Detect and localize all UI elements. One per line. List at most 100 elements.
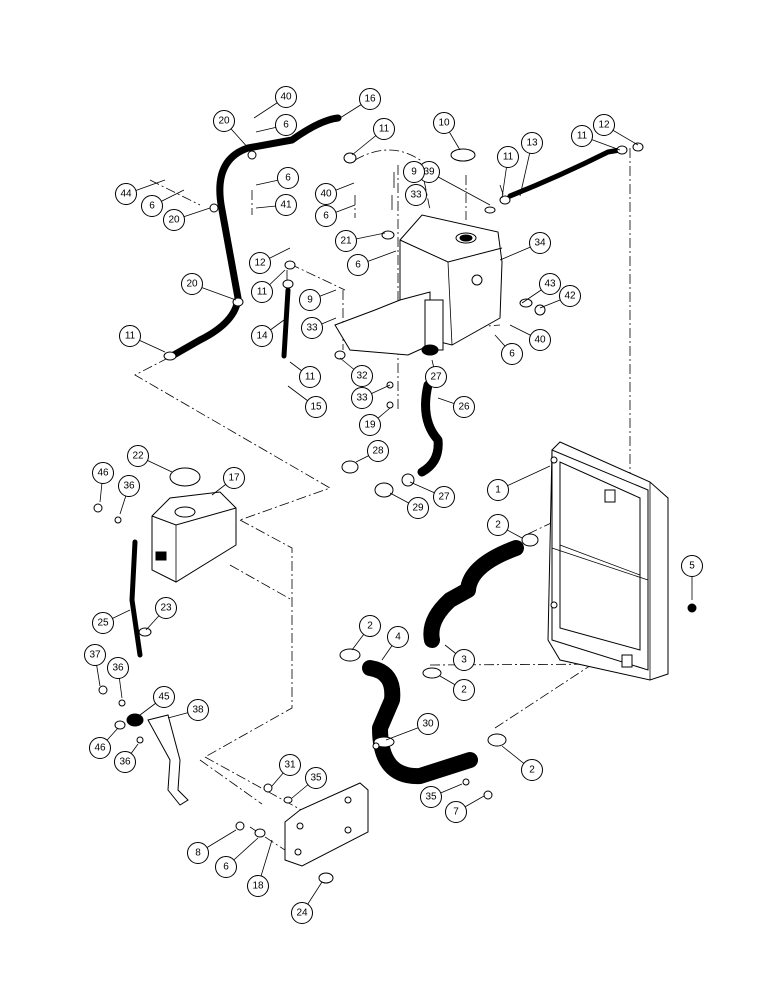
callout-20: 20 bbox=[163, 209, 185, 231]
callout-23: 23 bbox=[155, 597, 177, 619]
callout-44: 44 bbox=[115, 183, 137, 205]
callout-1: 1 bbox=[487, 479, 509, 501]
callout-46: 46 bbox=[89, 737, 111, 759]
svg-text:31: 31 bbox=[284, 760, 296, 771]
svg-text:22: 22 bbox=[132, 451, 144, 462]
svg-text:20: 20 bbox=[186, 279, 198, 290]
callout-45: 45 bbox=[153, 686, 175, 708]
callout-6: 6 bbox=[277, 167, 299, 189]
callout-27: 27 bbox=[425, 366, 447, 388]
svg-text:33: 33 bbox=[356, 393, 368, 404]
svg-text:1: 1 bbox=[495, 485, 501, 496]
svg-text:7: 7 bbox=[453, 807, 459, 818]
svg-text:23: 23 bbox=[160, 603, 172, 614]
callout-14: 14 bbox=[251, 325, 273, 347]
svg-text:43: 43 bbox=[544, 279, 556, 290]
callout-2: 2 bbox=[521, 759, 543, 781]
svg-text:25: 25 bbox=[97, 618, 109, 629]
callout-5: 5 bbox=[681, 555, 703, 577]
callout-6: 6 bbox=[501, 343, 523, 365]
callout-37: 37 bbox=[84, 644, 106, 666]
svg-text:14: 14 bbox=[256, 331, 268, 342]
callout-33: 33 bbox=[301, 317, 323, 339]
callout-33: 33 bbox=[351, 387, 373, 409]
callout-24: 24 bbox=[291, 902, 313, 924]
callout-28: 28 bbox=[367, 440, 389, 462]
radiator bbox=[547, 441, 697, 681]
svg-text:21: 21 bbox=[340, 236, 352, 247]
callout-30: 30 bbox=[417, 713, 439, 735]
callout-20: 20 bbox=[181, 273, 203, 295]
svg-text:27: 27 bbox=[438, 492, 450, 503]
svg-text:11: 11 bbox=[379, 124, 390, 135]
tank-cap bbox=[450, 148, 476, 162]
reservoir-bracket bbox=[147, 714, 189, 806]
svg-text:19: 19 bbox=[364, 420, 376, 431]
svg-text:32: 32 bbox=[356, 371, 368, 382]
svg-text:11: 11 bbox=[257, 287, 268, 298]
svg-text:42: 42 bbox=[564, 291, 576, 302]
callout-12: 12 bbox=[249, 252, 271, 274]
callout-40: 40 bbox=[529, 329, 551, 351]
svg-text:20: 20 bbox=[218, 116, 230, 127]
svg-text:46: 46 bbox=[97, 468, 109, 479]
tank-vent-hose-14 bbox=[281, 287, 291, 359]
svg-text:6: 6 bbox=[509, 349, 515, 360]
upper-vent-hose bbox=[168, 114, 342, 360]
callout-31: 31 bbox=[279, 754, 301, 776]
svg-text:27: 27 bbox=[430, 372, 442, 383]
callout-3: 3 bbox=[453, 649, 475, 671]
svg-text:6: 6 bbox=[285, 173, 291, 184]
callout-20: 20 bbox=[213, 110, 235, 132]
callout-6: 6 bbox=[275, 114, 297, 136]
svg-text:18: 18 bbox=[252, 881, 264, 892]
callout-6: 6 bbox=[215, 856, 237, 878]
svg-text:3: 3 bbox=[461, 655, 467, 666]
svg-text:6: 6 bbox=[355, 260, 361, 271]
svg-text:40: 40 bbox=[534, 335, 546, 346]
svg-text:2: 2 bbox=[367, 621, 373, 632]
callout-11: 11 bbox=[251, 281, 273, 303]
upper-radiator-hose-3 bbox=[423, 540, 524, 648]
svg-text:2: 2 bbox=[461, 685, 467, 696]
svg-text:45: 45 bbox=[158, 692, 170, 703]
expansion-tank bbox=[334, 214, 503, 356]
mounting-plate bbox=[284, 782, 369, 867]
callout-36: 36 bbox=[118, 475, 140, 497]
callout-18: 18 bbox=[247, 875, 269, 897]
callout-11: 11 bbox=[373, 118, 395, 140]
svg-text:4: 4 bbox=[395, 632, 401, 643]
callout-19: 19 bbox=[359, 414, 381, 436]
svg-text:11: 11 bbox=[503, 152, 514, 163]
svg-text:6: 6 bbox=[149, 201, 155, 212]
svg-text:38: 38 bbox=[192, 705, 204, 716]
callout-9: 9 bbox=[403, 161, 425, 183]
callout-2: 2 bbox=[453, 679, 475, 701]
svg-text:35: 35 bbox=[310, 773, 322, 784]
svg-text:11: 11 bbox=[125, 331, 136, 342]
clamps-and-fittings bbox=[93, 142, 644, 838]
svg-text:34: 34 bbox=[534, 238, 546, 249]
callout-38: 38 bbox=[187, 699, 209, 721]
callout-26: 26 bbox=[453, 396, 475, 418]
callout-11: 11 bbox=[119, 325, 141, 347]
callout-13: 13 bbox=[521, 132, 543, 154]
svg-text:46: 46 bbox=[94, 743, 106, 754]
callout-6: 6 bbox=[315, 205, 337, 227]
reservoir-cap bbox=[169, 467, 201, 487]
callout-8: 8 bbox=[187, 842, 209, 864]
callout-21: 21 bbox=[335, 230, 357, 252]
callout-41: 41 bbox=[275, 194, 297, 216]
svg-text:8: 8 bbox=[195, 848, 201, 859]
callout-17: 17 bbox=[223, 467, 245, 489]
callout-2: 2 bbox=[487, 514, 509, 536]
callout-35: 35 bbox=[420, 786, 442, 808]
svg-text:11: 11 bbox=[305, 372, 316, 383]
callout-6: 6 bbox=[347, 254, 369, 276]
callout-11: 11 bbox=[497, 146, 519, 168]
callout-16: 16 bbox=[359, 88, 381, 110]
svg-text:5: 5 bbox=[689, 561, 695, 572]
svg-text:33: 33 bbox=[306, 323, 318, 334]
hoses bbox=[129, 114, 623, 785]
